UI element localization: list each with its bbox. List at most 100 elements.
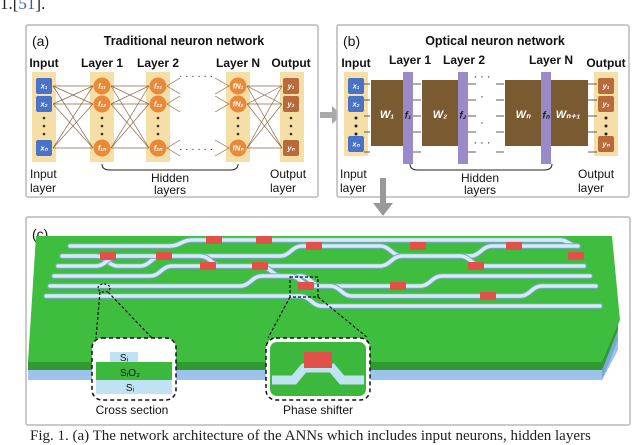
panel-b-outputs-label: yₙ [601, 139, 610, 148]
figure-caption: Fig. 1. (a) The network architecture of … [30, 428, 591, 444]
reference-link[interactable]: 51 [18, 0, 36, 13]
panel-a-ellipsis-bottom: · · · · · · [179, 144, 213, 155]
panel-b-input-layer-1: Input [340, 167, 367, 181]
cross-section-si-top: Sᵢ [120, 353, 129, 364]
connection-line [246, 85, 283, 149]
vertical-ellipsis-dot [100, 132, 104, 136]
vertical-ellipsis-dot [604, 132, 608, 136]
weight-matrix-label: Wₙ₊₁ [556, 109, 581, 121]
panel-a-layer2-label: f₂₁ [154, 81, 162, 90]
weight-matrix-box [548, 80, 588, 146]
panel-b-inputs-node [348, 78, 364, 94]
panel-b-hidden-brace [409, 163, 553, 171]
vertical-ellipsis-dot [42, 132, 46, 136]
panel-a-outputs-node [283, 78, 299, 94]
panel-b-outputs-label: y₁ [602, 81, 610, 90]
cross-section-substrate [96, 380, 172, 394]
vertical-ellipsis-dot [42, 124, 46, 128]
panel-b-inputs-node [348, 96, 364, 112]
phase-shifter-element [298, 282, 314, 290]
panel-a-col-input: Input [29, 56, 58, 70]
panel-b-layerN: Layer N [529, 53, 573, 67]
panel-a-input-layer-2: layer [30, 181, 56, 195]
panel-a-layer1-label: f₁₂ [98, 99, 106, 108]
phase-shifter-element [252, 262, 268, 270]
panel-a-layerN-node [229, 77, 247, 95]
connection-line [110, 85, 150, 149]
connection-line [214, 139, 230, 149]
cross-section-sio2: SᵢO₂ [120, 368, 140, 379]
cross-section-caption: Cross section [96, 403, 169, 417]
panel-a-layerN-label: fNₙ [233, 143, 245, 152]
weight-matrix-label: Wₙ [516, 109, 531, 121]
panel-a-hidden-brace [101, 163, 239, 171]
vertical-ellipsis-dot [289, 124, 293, 128]
panel-a-hidden-1: Hidden [151, 171, 189, 185]
waveguide [44, 294, 602, 308]
connection-line [166, 95, 181, 105]
panel-a: (a) Traditional neuron network Input Lay… [25, 24, 319, 198]
panel-a-inputs-node [36, 140, 52, 156]
phase-shifter-leader-left [267, 296, 291, 339]
vertical-ellipsis-dot [42, 116, 46, 120]
vertical-ellipsis-dot [156, 116, 160, 120]
vertical-ellipsis-dot [156, 124, 160, 128]
panel-b-output-layer-2: layer [578, 181, 604, 195]
vertical-ellipsis-dot [604, 116, 608, 120]
panel-a-col-output: Output [271, 56, 310, 70]
cross-section-si-bottom: Sᵢ [126, 383, 135, 394]
activation-label: f₁ [405, 111, 412, 122]
panel-a-ellipsis-top: · · · · · · [179, 71, 213, 82]
cross-section-oxide [96, 362, 172, 380]
vertical-ellipsis-dot [354, 116, 358, 120]
phase-shifter-inset: Phase shifter [265, 337, 371, 417]
connection-line [52, 85, 94, 105]
weight-matrix-box [371, 80, 403, 146]
panel-a-inputs-node [36, 78, 52, 94]
panel-b-ellipsis: · · · [473, 71, 490, 83]
panel-a-layerN: Layer N [216, 56, 260, 70]
panel-b-ellipsis: · [480, 91, 484, 103]
panel-b-inputs-label: xₙ [351, 139, 360, 148]
weight-matrix-label: W₂ [433, 109, 448, 121]
activation-bar [458, 72, 468, 164]
panel-a-inputs-node [36, 96, 52, 112]
panel-a-layerN-node [229, 139, 247, 157]
panel-b-outputs-node [598, 78, 614, 94]
panel-a-title: Traditional neuron network [104, 34, 264, 48]
vertical-ellipsis-dot [100, 116, 104, 120]
waveguide [48, 274, 598, 298]
panel-a-layer2-label: f₂ₙ [154, 143, 163, 152]
panel-a-layer1-node [93, 95, 111, 113]
panel-a-layer2-node [149, 77, 167, 95]
panel-b-hidden-2: layers [464, 183, 496, 197]
cross-section-leader-left [95, 291, 101, 339]
phase-shifters [100, 236, 584, 300]
phase-shifter-element [506, 242, 522, 250]
panel-a-layerN-node [229, 95, 247, 113]
panel-a-output-layer-1: Output [270, 167, 307, 181]
activation-label: f₂ [459, 111, 466, 122]
panel-b-col-input: Input [341, 56, 370, 70]
panel-a-inputs-label: xₙ [39, 143, 48, 152]
panel-b-output-layer-1: Output [578, 167, 615, 181]
connection-line [246, 103, 283, 149]
connection-line [166, 85, 181, 95]
connection-line [246, 85, 283, 105]
phase-shifter-marker [289, 276, 319, 298]
cross-section-leader-right [107, 291, 153, 339]
vertical-ellipsis-dot [100, 124, 104, 128]
panel-a-layer1-node [93, 139, 111, 157]
phase-shifter-element [100, 252, 116, 260]
panel-a-outputs-node [283, 96, 299, 112]
panel-a-outputs-label: yₙ [286, 143, 295, 152]
cross-section-core [110, 352, 138, 362]
panel-b-outputs-node [598, 136, 614, 152]
vertical-ellipsis-dot [289, 116, 293, 120]
connection-line [214, 103, 230, 113]
panel-b-col-output: Output [586, 56, 625, 70]
panel-a-input-layer-1: Input [30, 167, 57, 181]
phase-shifter-heater [304, 352, 332, 368]
phase-shifter-element [480, 292, 496, 300]
